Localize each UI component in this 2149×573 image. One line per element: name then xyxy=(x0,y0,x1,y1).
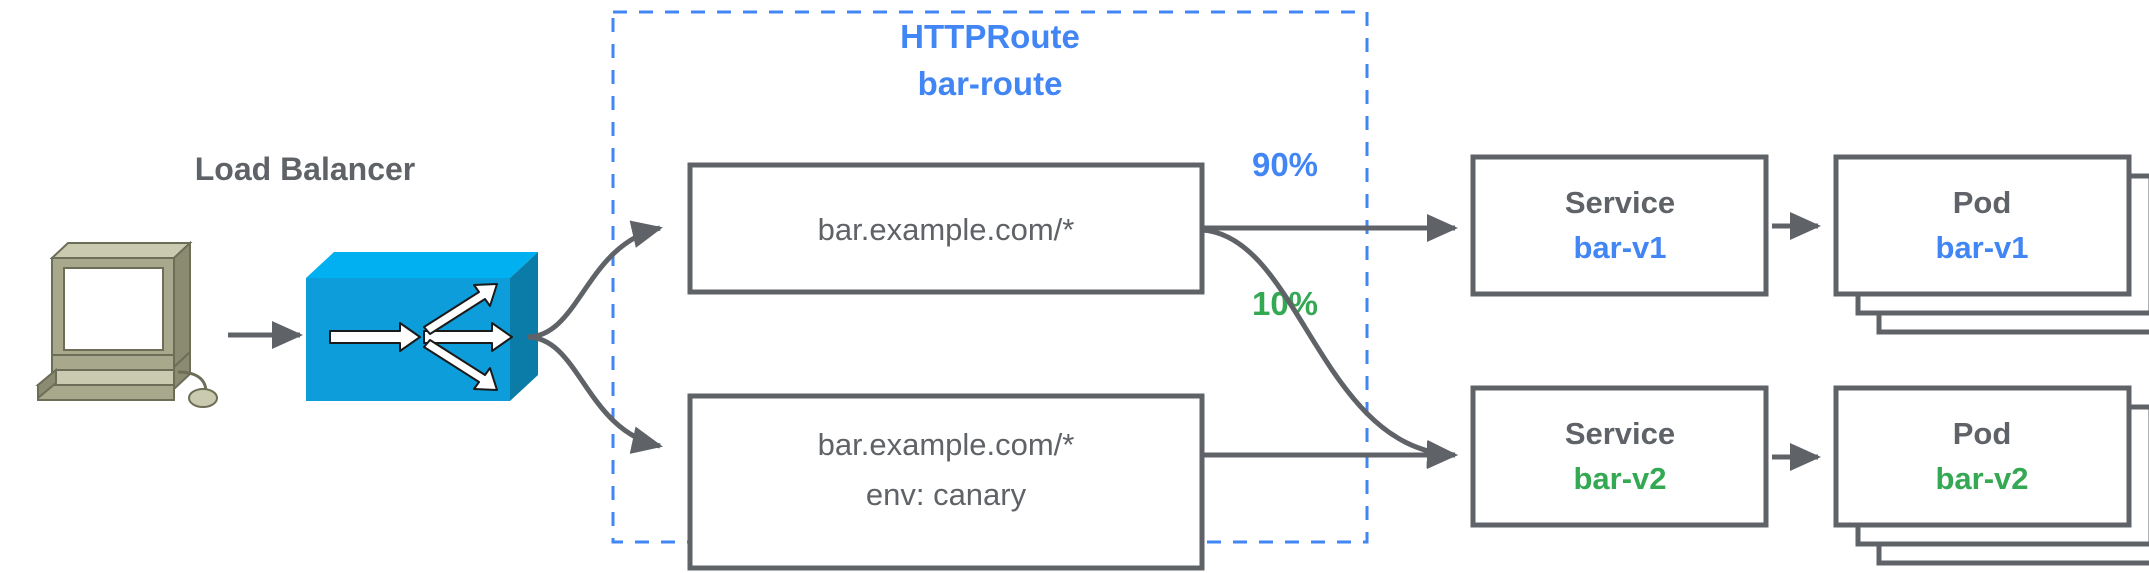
weight-label-90: 90% xyxy=(1252,146,1318,183)
route-canary-match: bar.example.com/* xyxy=(818,427,1075,462)
service-bar-v1-kind: Service xyxy=(1565,185,1675,220)
route-box-primary[interactable]: bar.example.com/* xyxy=(687,162,1205,295)
service-bar-v2-kind: Service xyxy=(1565,416,1675,451)
route-canary-header: env: canary xyxy=(866,477,1027,512)
service-bar-v1-name: bar-v1 xyxy=(1573,230,1666,265)
pod-bar-v2-name: bar-v2 xyxy=(1935,461,2028,496)
httproute-name-label: bar-route xyxy=(918,65,1063,102)
weight-label-10: 10% xyxy=(1252,285,1318,322)
httproute-kind-label: HTTPRoute xyxy=(900,18,1080,55)
pod-bar-v1-name: bar-v1 xyxy=(1935,230,2028,265)
edge-route-primary-to-service-bar-v2 xyxy=(1201,227,1458,468)
pod-stack-bar-v1[interactable]: Pod bar-v1 xyxy=(1833,154,2149,335)
service-box-bar-v1[interactable]: Service bar-v1 xyxy=(1470,154,1769,297)
pod-bar-v1-replica-1 xyxy=(1833,154,2132,297)
pod-bar-v1-kind: Pod xyxy=(1953,185,2012,220)
pod-bar-v2-kind: Pod xyxy=(1953,416,2012,451)
edge-loadbalancer-to-route-canary xyxy=(526,334,663,454)
desktop-computer-icon xyxy=(35,240,218,408)
edge-loadbalancer-to-route-primary xyxy=(526,220,663,340)
pod-stack-bar-v2[interactable]: Pod bar-v2 xyxy=(1833,385,2149,566)
load-balancer-icon xyxy=(306,252,538,401)
load-balancer-label: Load Balancer xyxy=(195,151,416,187)
pod-bar-v2-replica-1 xyxy=(1833,385,2132,528)
httproute-group-frame xyxy=(611,10,1369,544)
route-primary-match: bar.example.com/* xyxy=(818,212,1075,247)
service-box-bar-v2[interactable]: Service bar-v2 xyxy=(1470,385,1769,528)
service-bar-v2-name: bar-v2 xyxy=(1573,461,1666,496)
route-box-canary[interactable]: bar.example.com/* env: canary xyxy=(687,393,1205,571)
